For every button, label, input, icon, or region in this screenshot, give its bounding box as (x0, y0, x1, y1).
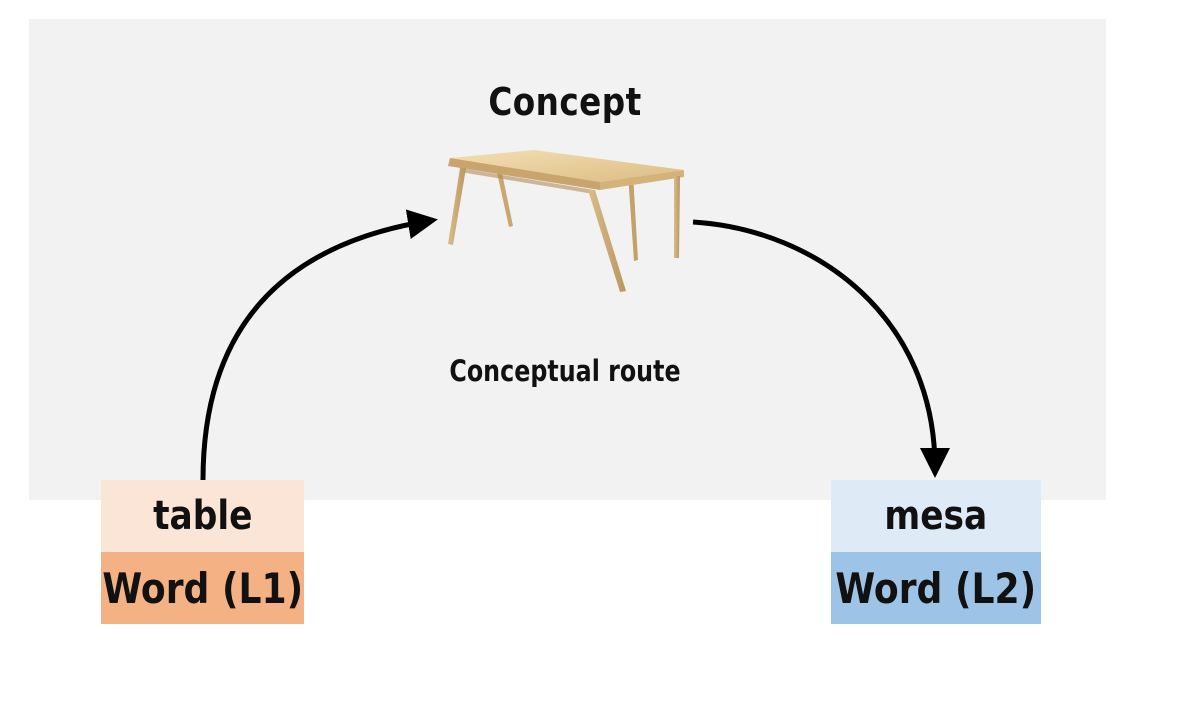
word-l1-term: table (101, 480, 304, 552)
word-l2-label: Word (L2) (831, 552, 1041, 624)
wooden-table-image (448, 150, 684, 292)
arrow-concept-to-l2 (692, 219, 950, 478)
word-l1-label: Word (L1) (101, 552, 304, 624)
word-l1-term-text: table (152, 493, 253, 539)
arrow-l1-to-concept (200, 209, 438, 481)
word-l1-box: table Word (L1) (101, 480, 304, 624)
concept-title: Concept (488, 80, 642, 124)
word-l2-label-text: Word (L2) (835, 563, 1037, 613)
word-l1-label-text: Word (L1) (102, 563, 303, 613)
conceptual-route-label: Conceptual route (449, 354, 681, 388)
word-l2-box: mesa Word (L2) (831, 480, 1041, 624)
word-l2-term: mesa (831, 480, 1041, 552)
word-l2-term-text: mesa (884, 493, 988, 539)
